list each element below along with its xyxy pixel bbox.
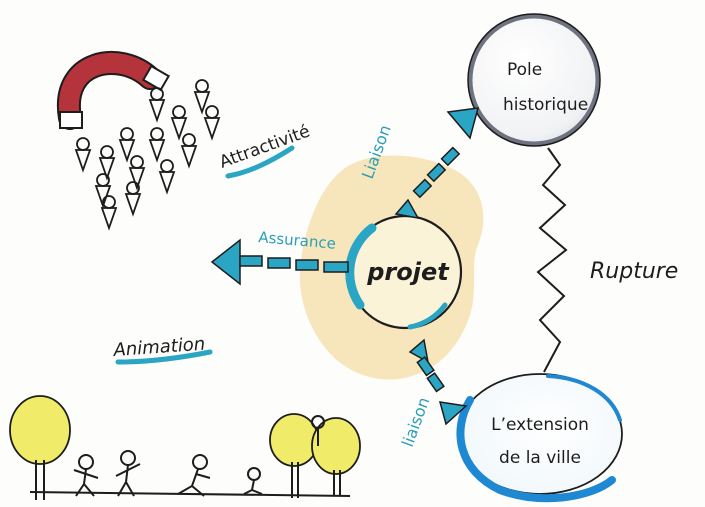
person-icon [177, 454, 211, 497]
park-scene [9, 395, 361, 500]
tree-icon [9, 395, 71, 500]
pole-historique-label-line2: historique [503, 95, 588, 115]
person-icon [243, 467, 263, 495]
crowd-icon [74, 79, 221, 231]
projet-node: projet [345, 214, 463, 330]
tree-icon [269, 413, 319, 498]
extension-label-line1: L’extension [491, 415, 589, 435]
magnet-icon [56, 51, 171, 130]
assurance-arrow [210, 238, 349, 286]
projet-label: projet [366, 258, 450, 286]
extension-node: L’extension de la ville [456, 373, 623, 503]
extension-label-line2: de la ville [499, 448, 581, 468]
pole-historique-node: Pole historique [467, 13, 601, 147]
liaison-bottom-label: liaison [398, 395, 433, 450]
person-icon [311, 415, 325, 446]
liaison-bottom-arrow [408, 338, 468, 426]
rupture-zigzag [536, 147, 568, 373]
animation-underline [115, 349, 213, 365]
extension-accent-stroke [456, 396, 616, 503]
tree-icon [311, 417, 361, 496]
projet-accent-stroke [345, 223, 377, 310]
rupture-label: Rupture [590, 259, 678, 284]
attractivite-underline [225, 145, 295, 179]
pole-historique-label-line1: Pole [507, 60, 542, 80]
liaison-top-arrow [394, 107, 480, 220]
person-icon [73, 454, 99, 497]
person-icon [115, 450, 141, 497]
